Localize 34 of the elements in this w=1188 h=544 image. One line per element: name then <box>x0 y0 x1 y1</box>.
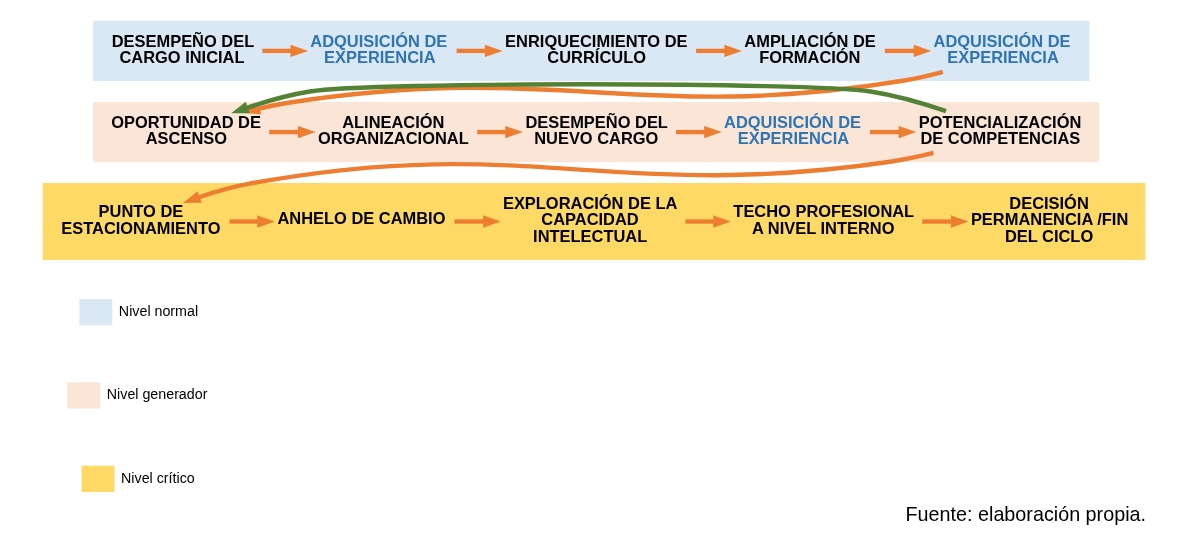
node-text: ENRIQUECIMIENTO DE CURRÍCULO <box>505 31 688 66</box>
legend-label: Nivel crítico <box>121 469 195 486</box>
cluster <box>42 183 1146 260</box>
arrow <box>870 125 917 139</box>
node-text: DECISIÓN PERMANENCIA /FIN DEL CICLO <box>970 193 1129 245</box>
node-text: POTENCIALIZACIÓN DE COMPETENCIAS <box>918 112 1082 148</box>
node-text: PUNTO DE ESTACIONAMIENTO <box>61 202 221 237</box>
node-text: AMPLIACIÓN DE FORMACIÓN <box>744 31 876 66</box>
node-text: ADQUISICIÓN DE EXPERIENCIA <box>933 31 1071 66</box>
node-text: ALINEACIÓN ORGANIZACIONAL <box>318 112 469 148</box>
node-text: ANHELO DE CAMBIO <box>277 209 446 228</box>
node-text: EXPLORACIÓN DE LA CAPACIDAD INTELECTUAL <box>502 193 678 245</box>
legend-label: Nivel normal <box>118 302 199 319</box>
node-text: DESEMPEÑO DEL CARGO INICIAL <box>111 31 255 66</box>
arrow <box>229 215 275 228</box>
arrow <box>922 215 969 228</box>
arrow <box>696 44 742 58</box>
node-text: OPORTUNIDAD DE ASCENSO <box>111 112 261 148</box>
arrow <box>262 44 309 58</box>
cluster <box>93 20 1090 82</box>
arrow <box>454 215 501 228</box>
node-text: TECHO PROFESIONAL A NIVEL INTERNO <box>733 202 915 237</box>
arrow <box>685 215 731 228</box>
node-text: ADQUISICIÓN DE EXPERIENCIA <box>310 31 448 66</box>
node-text: DESEMPEÑO DEL NUEVO CARGO <box>525 112 668 148</box>
arrow <box>676 125 722 139</box>
arrow <box>477 125 523 139</box>
arrow <box>182 150 934 203</box>
legend-label: Nivel generador <box>106 386 208 403</box>
arrow <box>884 44 932 58</box>
node-text: ADQUISICIÓN DE EXPERIENCIA <box>724 112 862 148</box>
caption: Fuente: elaboración propia. <box>905 502 1146 525</box>
arrow <box>269 125 316 139</box>
arrow <box>456 44 503 58</box>
